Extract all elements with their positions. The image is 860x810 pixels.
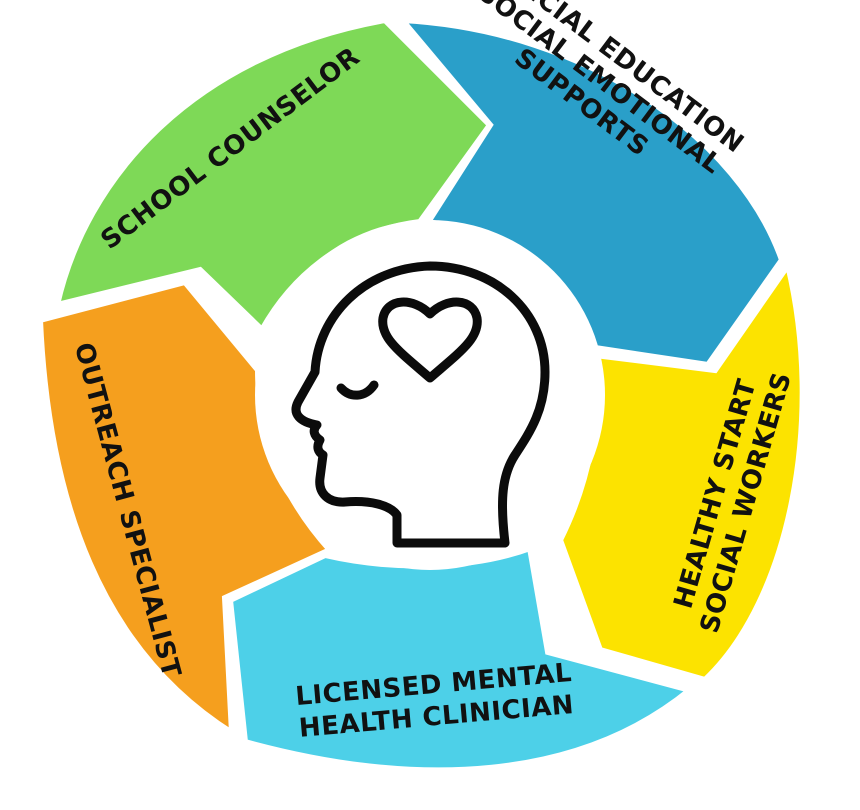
- center-circle: [255, 220, 605, 570]
- head-with-heart-icon: [291, 261, 550, 548]
